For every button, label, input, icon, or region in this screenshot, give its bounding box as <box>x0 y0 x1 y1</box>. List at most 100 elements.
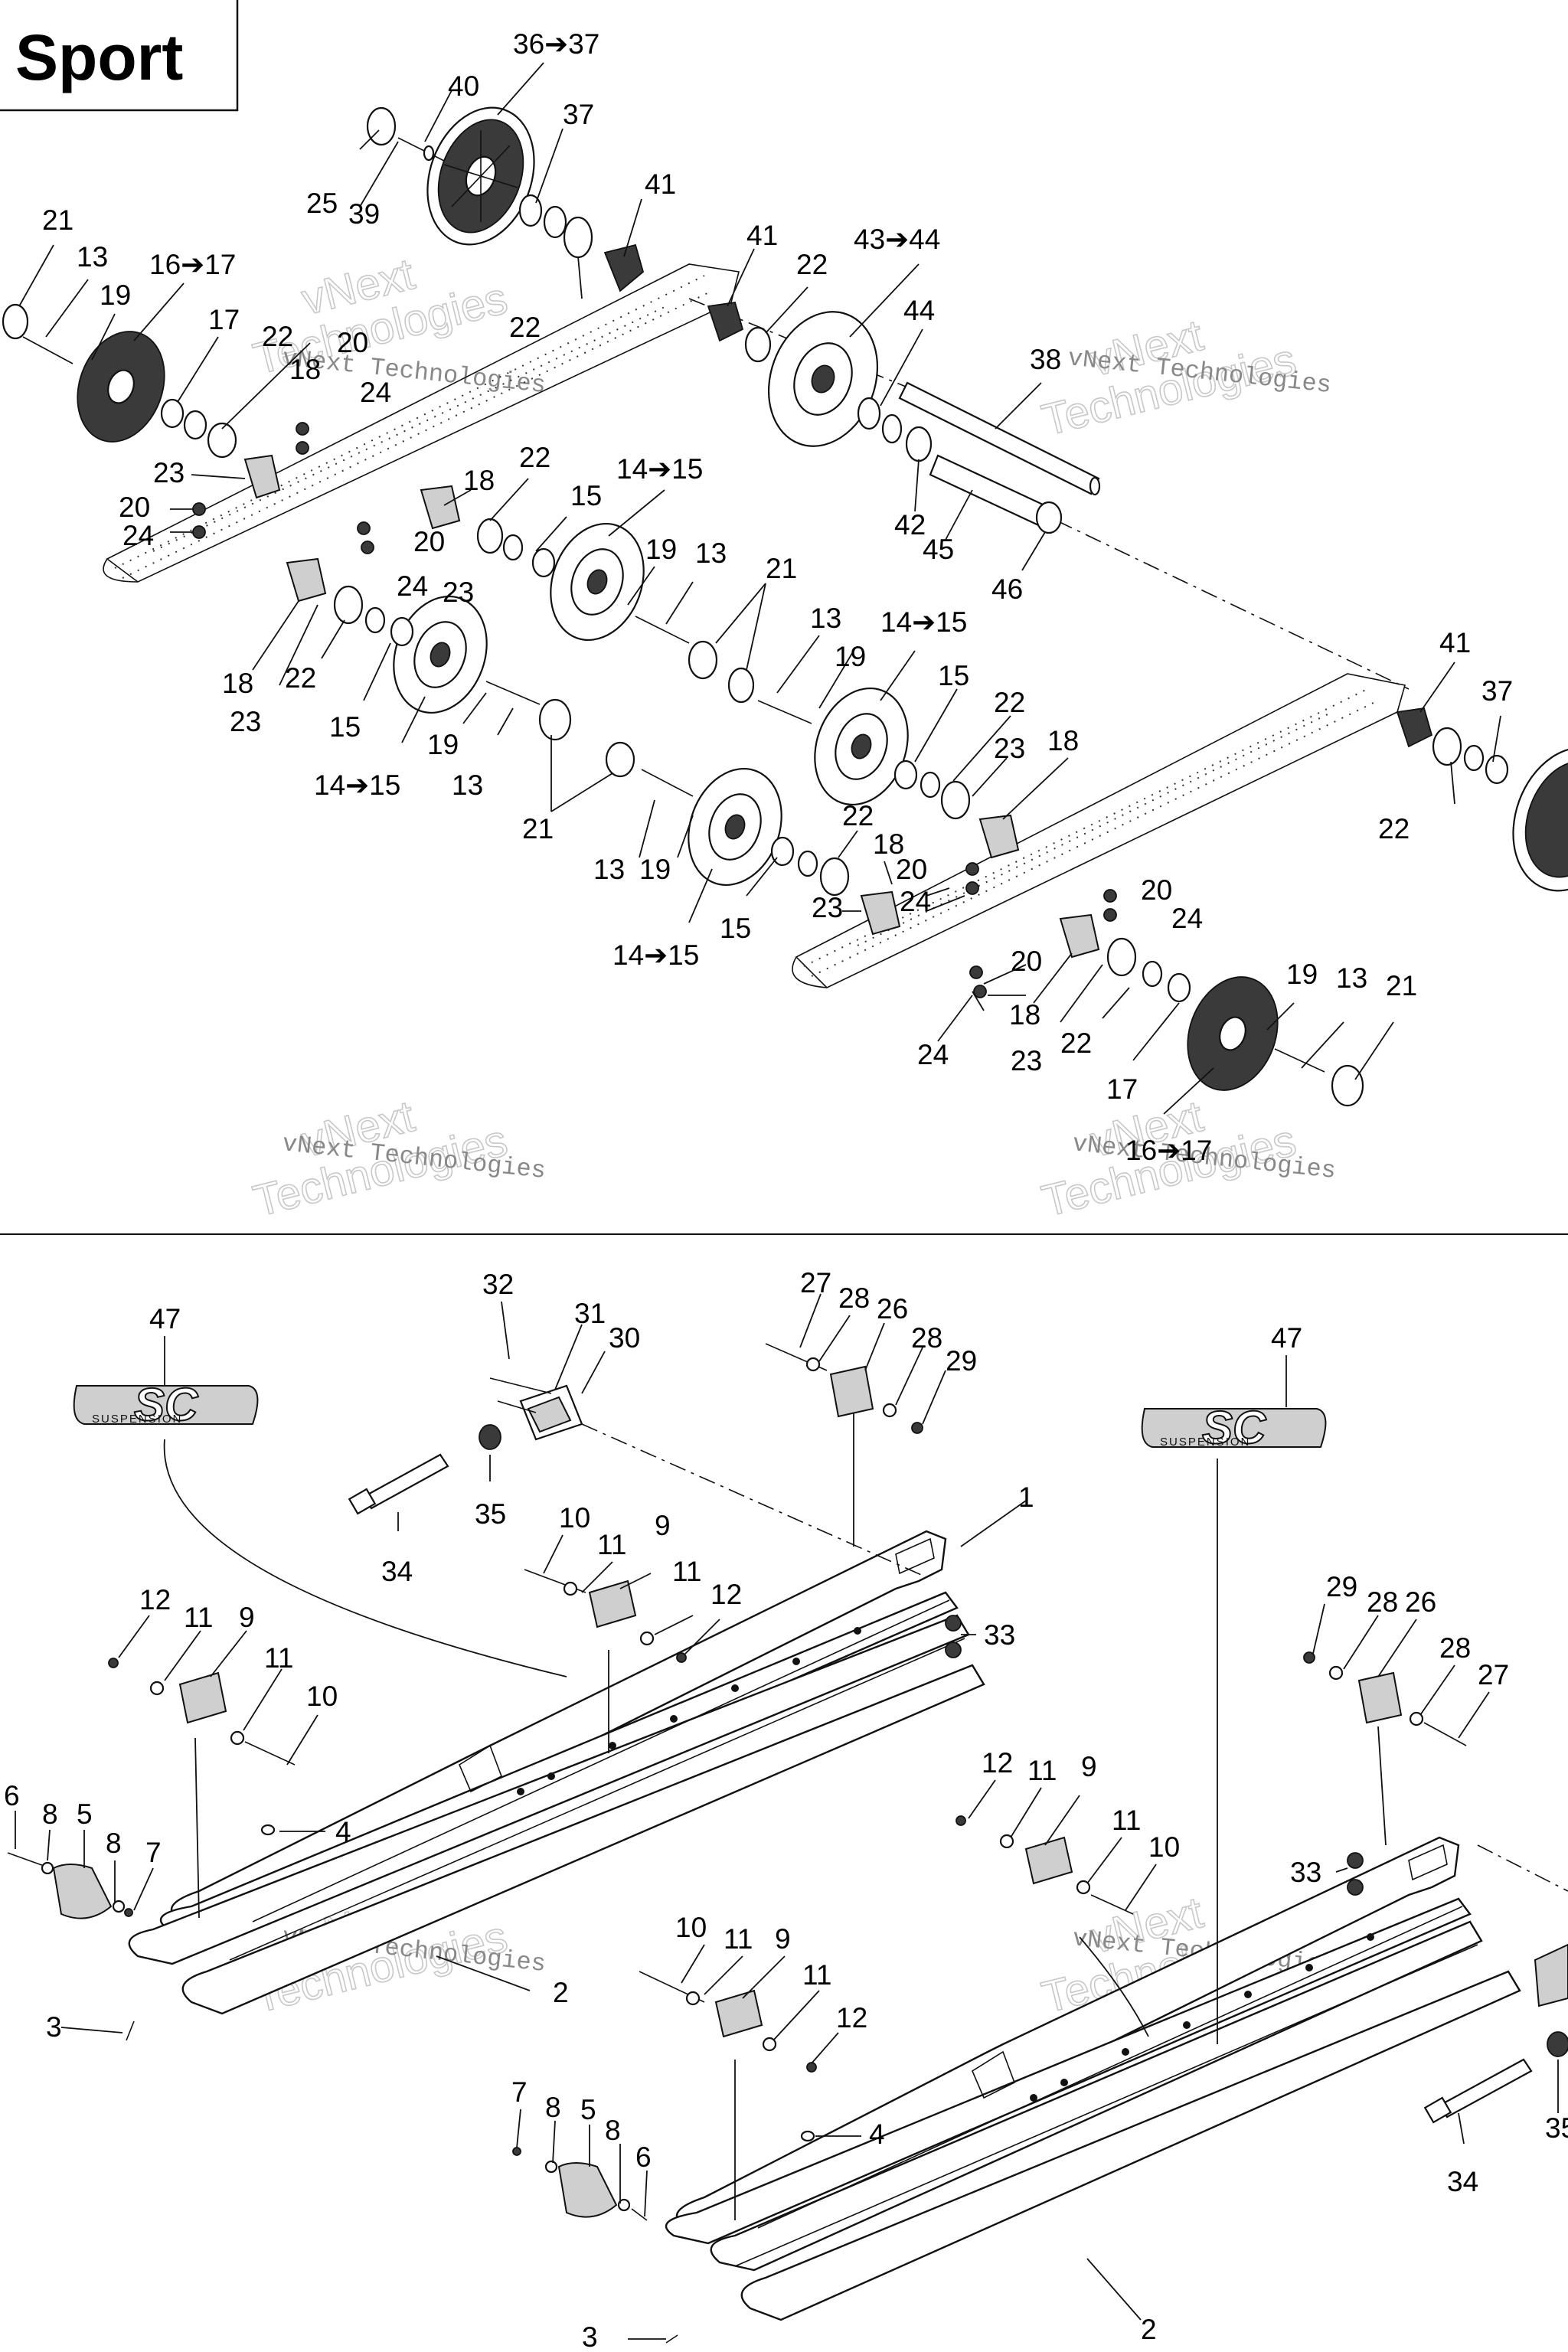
cap-21e <box>605 741 635 778</box>
bracket-edge <box>1534 1943 1568 2007</box>
slide-block-9a <box>588 1579 637 1628</box>
label-14-15: 14➔15 <box>880 606 967 638</box>
lower-labels: 32 31 30 27 28 26 28 29 47 47 35 34 1 10… <box>4 1267 1568 2352</box>
label-22: 22 <box>1060 1027 1092 1059</box>
label-43-44: 43➔44 <box>854 224 940 255</box>
label-23: 23 <box>153 457 185 488</box>
label-15: 15 <box>329 711 361 743</box>
label-21: 21 <box>42 204 74 236</box>
label-25: 25 <box>306 188 338 219</box>
nose-cap-5b <box>557 2162 618 2218</box>
washer-11b <box>639 1631 655 1646</box>
washer-11c <box>149 1681 165 1696</box>
upper-labels: 36➔37 40 37 25 39 41 22 21 13 16➔17 19 1… <box>42 28 1513 1166</box>
bearing-37a <box>518 194 543 227</box>
logo-47-left: SC SUSPENSION <box>73 1378 259 1431</box>
nut-35b <box>1547 2031 1568 2057</box>
label-33: 33 <box>1290 1857 1321 1888</box>
label-11: 11 <box>264 1642 293 1674</box>
label-7: 7 <box>145 1837 162 1868</box>
bracket-41b <box>707 301 744 342</box>
wheel-14c <box>814 687 909 806</box>
bracket-30-31 <box>519 1384 583 1441</box>
label-34: 34 <box>1447 2166 1478 2197</box>
label-22: 22 <box>1378 813 1410 844</box>
bolt-13d <box>757 700 812 724</box>
cap-21c <box>727 667 755 704</box>
label-24: 24 <box>917 1039 949 1070</box>
bracket-18e <box>860 890 901 936</box>
upper-assembly: 36➔37 40 37 25 39 41 22 21 13 16➔17 19 1… <box>2 28 1568 1166</box>
bolt-6b <box>631 2208 648 2221</box>
washer-28b <box>882 1403 897 1418</box>
label-24: 24 <box>900 886 931 917</box>
label-42: 42 <box>894 509 926 541</box>
logo-leader-right-2 <box>1079 1936 1149 2037</box>
spacer-42 <box>905 426 933 462</box>
label-9: 9 <box>655 1510 671 1541</box>
label-17: 17 <box>1106 1073 1138 1105</box>
label-22: 22 <box>796 249 828 280</box>
spacer-22h <box>1106 937 1137 977</box>
label-11: 11 <box>724 1923 753 1955</box>
label-2: 2 <box>553 1977 569 2008</box>
nut-12c <box>956 1815 966 1826</box>
spacer-22g <box>819 857 850 897</box>
logo-47-right: SC SUSPENSION <box>1141 1401 1327 1454</box>
label-1: 1 <box>1018 1481 1034 1513</box>
nut-7a <box>124 1908 133 1917</box>
label-29: 29 <box>946 1345 977 1377</box>
label-11: 11 <box>1027 1755 1057 1786</box>
label-2: 2 <box>1141 2314 1157 2345</box>
label-18: 18 <box>1009 999 1040 1031</box>
svg-text:SUSPENSION: SUSPENSION <box>1160 1436 1250 1449</box>
washer-11h <box>762 2037 777 2052</box>
label-8: 8 <box>545 2092 561 2123</box>
ring-17c <box>1142 960 1163 988</box>
label-11: 11 <box>672 1556 701 1587</box>
cap-21b <box>688 640 718 680</box>
wheel-14b <box>393 595 488 714</box>
label-32: 32 <box>482 1269 514 1300</box>
label-20: 20 <box>896 854 927 885</box>
label-12: 12 <box>836 2002 867 2034</box>
label-28: 28 <box>838 1282 870 1314</box>
label-19: 19 <box>1286 959 1318 990</box>
slide-block-9b <box>178 1671 227 1724</box>
label-11: 11 <box>184 1602 213 1633</box>
wheel-43 <box>767 311 879 447</box>
spacer-22b <box>207 422 237 459</box>
label-24: 24 <box>360 377 391 408</box>
label-23: 23 <box>994 733 1025 764</box>
label-18: 18 <box>289 354 321 385</box>
label-9: 9 <box>775 1923 791 1955</box>
axle-centerline <box>1056 520 1410 690</box>
label-17: 17 <box>208 304 240 335</box>
axle-34b <box>1423 2058 1533 2124</box>
bolt-10b <box>244 1741 296 1766</box>
label-18: 18 <box>873 828 904 860</box>
label-18: 18 <box>222 668 253 699</box>
screw-3b <box>665 2334 678 2344</box>
spacer-22i <box>1432 727 1462 766</box>
label-30: 30 <box>609 1322 640 1354</box>
bearing-15e <box>893 760 918 790</box>
label-46: 46 <box>991 573 1023 605</box>
label-19: 19 <box>639 854 671 885</box>
slide-block-9d <box>714 1989 763 2038</box>
label-41: 41 <box>645 168 676 200</box>
label-12: 12 <box>710 1579 742 1610</box>
washer-46 <box>1035 501 1063 534</box>
ring-15f <box>920 771 941 799</box>
bracket-41c <box>1396 707 1433 748</box>
label-6: 6 <box>4 1780 20 1811</box>
label-11: 11 <box>597 1529 626 1560</box>
label-26: 26 <box>1405 1586 1436 1618</box>
label-31: 31 <box>574 1298 606 1329</box>
label-15: 15 <box>720 913 751 944</box>
bolt-13e <box>641 769 694 797</box>
label-15: 15 <box>570 480 602 511</box>
bolt-13b <box>635 616 690 644</box>
label-24: 24 <box>122 520 154 551</box>
lower-assembly: SC SUSPENSION SC SUSPENSION <box>4 1267 1568 2352</box>
